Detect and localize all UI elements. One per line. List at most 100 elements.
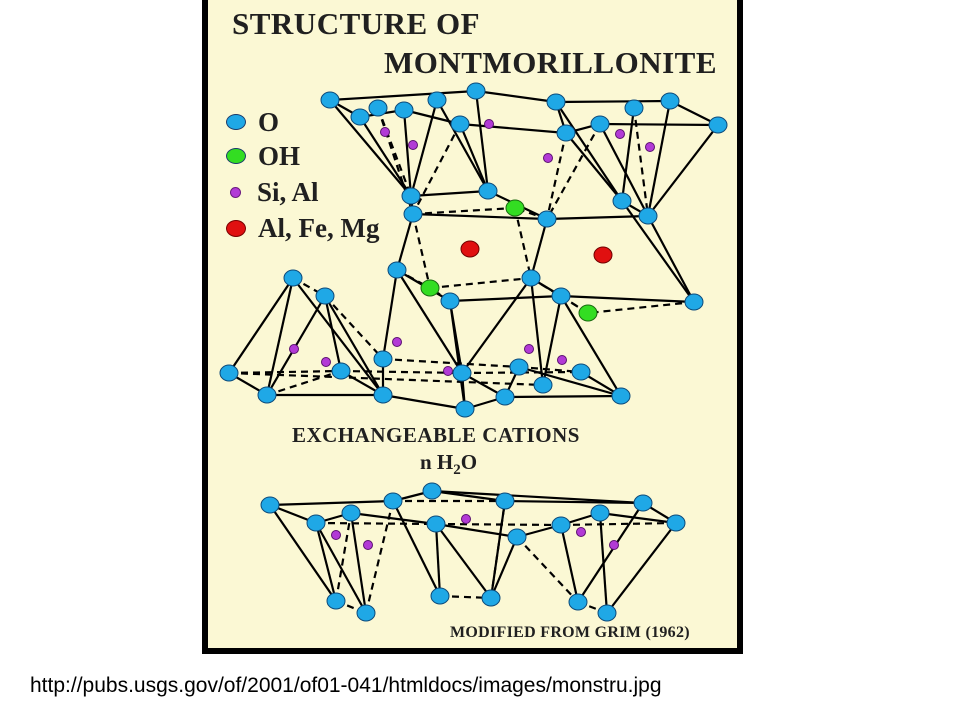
- oxygen-atom: [568, 593, 588, 611]
- legend-item-o: O: [226, 107, 279, 137]
- si-al-atom: [576, 527, 586, 537]
- bond-line: [621, 200, 695, 303]
- bond-line: [329, 99, 412, 197]
- bond-line: [546, 214, 649, 221]
- bond-line: [228, 277, 294, 374]
- oxygen-atom: [495, 492, 515, 510]
- oxygen-atom: [509, 358, 529, 376]
- bond-line-dashed: [340, 369, 463, 375]
- bond-line: [436, 99, 489, 192]
- source-url: http://pubs.usgs.gov/of/2001/of01-041/ht…: [30, 674, 662, 697]
- si-al-atom: [615, 129, 625, 139]
- bond-line-dashed: [376, 107, 415, 215]
- oxygen-atom: [556, 124, 576, 142]
- bond-line: [382, 393, 466, 411]
- si-al-atom: [645, 142, 655, 152]
- bond-line: [458, 123, 490, 192]
- oxygen-atom: [440, 292, 460, 310]
- oxygen-atom: [356, 604, 376, 622]
- bond-line: [410, 189, 489, 198]
- oxygen-legend-marker: [226, 114, 246, 130]
- oxygen-atom: [466, 82, 486, 100]
- oxygen-atom: [590, 115, 610, 133]
- bond-line: [560, 295, 622, 397]
- oxygen-atom: [368, 99, 388, 117]
- bond-line: [504, 394, 622, 399]
- bond-line-dashed: [587, 300, 695, 315]
- hydroxyl-atom: [578, 304, 598, 322]
- bond-line-dashed: [412, 206, 516, 216]
- bond-line-dashed: [315, 521, 437, 526]
- oxygen-atom: [633, 494, 653, 512]
- oxygen-atom: [533, 376, 553, 394]
- bond-line: [402, 109, 413, 197]
- al-fe-mg-legend-marker: [226, 219, 246, 237]
- si-al-atom: [380, 127, 390, 137]
- bond-line-dashed: [546, 123, 601, 220]
- legend-label-oh: OH: [258, 140, 301, 171]
- bond-line-dashed: [334, 512, 353, 602]
- oxygen-atom: [590, 504, 610, 522]
- bond-line: [646, 100, 672, 217]
- oxygen-atom: [219, 364, 239, 382]
- oxygen-atom: [478, 182, 498, 200]
- oxygen-atom: [403, 205, 423, 223]
- bond-line-dashed: [545, 132, 568, 220]
- oxygen-atom: [394, 101, 414, 119]
- al-fe-mg-atom: [460, 240, 480, 258]
- oxygen-atom: [401, 187, 421, 205]
- bond-line: [529, 277, 545, 386]
- bond-line: [435, 523, 492, 599]
- bond-line: [529, 218, 549, 279]
- bond-line: [315, 522, 367, 614]
- bond-line-dashed: [516, 536, 579, 603]
- al-fe-mg-atom: [593, 246, 613, 264]
- bond-line: [269, 499, 394, 507]
- oxygen-atom: [373, 350, 393, 368]
- bond-line: [459, 122, 567, 135]
- si-al-atom: [321, 357, 331, 367]
- oxygen-atom: [430, 587, 450, 605]
- bond-line: [381, 269, 399, 360]
- credit-label: MODIFIED FROM GRIM (1962): [450, 624, 690, 641]
- si-al-atom: [461, 514, 471, 524]
- bond-line: [647, 124, 719, 217]
- bond-line-dashed: [489, 500, 507, 599]
- water-label-suffix: O: [460, 450, 478, 474]
- bond-line: [647, 215, 695, 303]
- bond-line: [599, 123, 649, 217]
- bond-line: [412, 212, 548, 221]
- oxygen-atom: [427, 91, 447, 109]
- bond-line: [349, 512, 368, 614]
- oxygen-atom: [571, 363, 591, 381]
- bond-line: [329, 89, 477, 102]
- oxygen-atom: [383, 492, 403, 510]
- bond-line: [560, 294, 695, 304]
- oxygen-atom: [495, 388, 515, 406]
- oxygen-atom: [507, 528, 527, 546]
- bond-line: [461, 277, 532, 374]
- bond-line-dashed: [364, 500, 395, 614]
- bond-line: [577, 502, 644, 603]
- oxygen-atom: [320, 91, 340, 109]
- bond-line-dashed: [632, 107, 650, 217]
- title-line-2: MONTMORILLONITE: [384, 45, 718, 80]
- si-al-atom: [289, 344, 299, 354]
- hydroxyl-legend-marker: [226, 148, 246, 164]
- bond-line: [396, 269, 463, 374]
- bond-line: [489, 536, 519, 599]
- oxygen-atom: [666, 514, 686, 532]
- si-al-atom: [543, 153, 553, 163]
- hydroxyl-atom: [420, 279, 440, 297]
- oxygen-atom: [450, 115, 470, 133]
- bond-line: [324, 295, 384, 396]
- bond-line: [599, 511, 677, 525]
- bond-line: [409, 99, 439, 197]
- bond-line: [475, 89, 557, 104]
- oxygen-atom: [551, 287, 571, 305]
- si-al-legend-marker: [230, 186, 241, 198]
- oxygen-atom: [326, 592, 346, 610]
- bond-line-dashed: [560, 521, 677, 527]
- bond-line-dashed: [228, 371, 544, 387]
- legend-label-si-al: Si, Al: [257, 176, 319, 207]
